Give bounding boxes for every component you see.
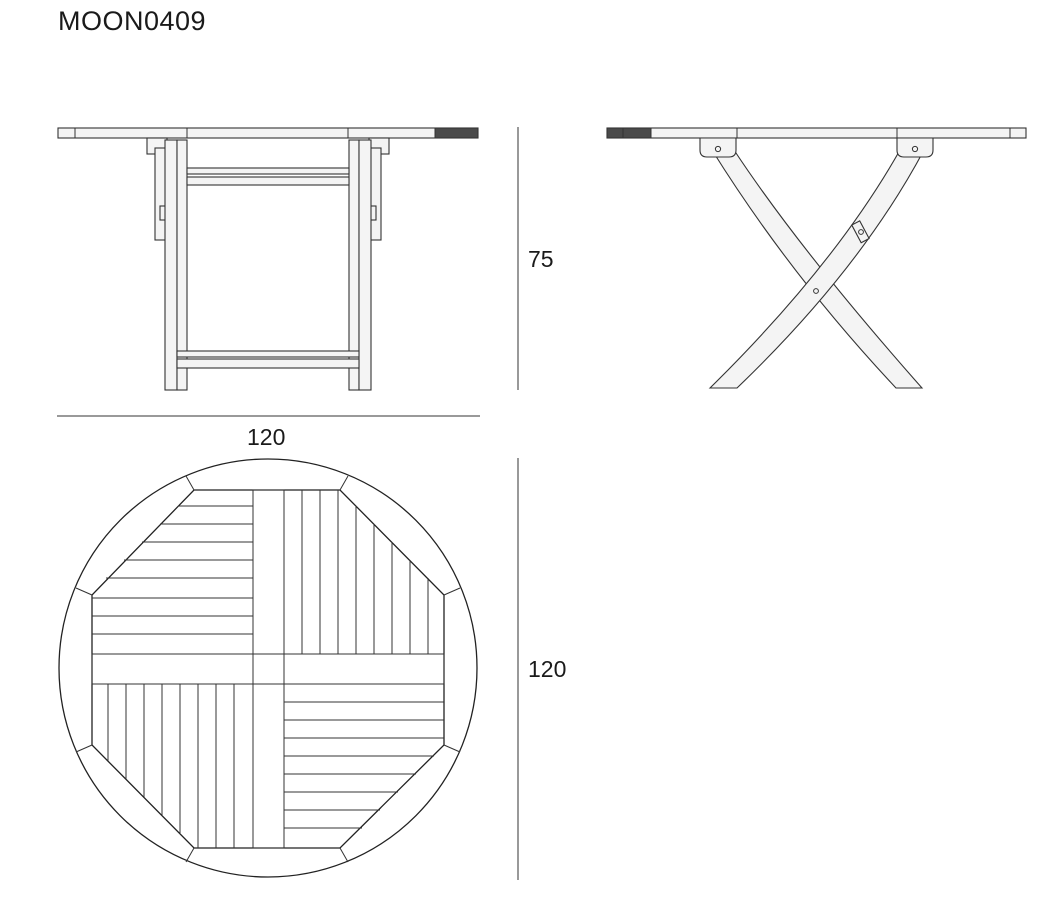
- top-inner-octagon: [91, 489, 445, 849]
- top-quadrant-bottom-left: [107, 684, 235, 848]
- product-code-title: MOON0409: [58, 6, 207, 36]
- side-tabletop-dark-edge: [606, 127, 652, 139]
- top-center-vertical-slat: [252, 489, 285, 849]
- front-rail-bottom-1: [176, 350, 360, 358]
- side-leg-2: [708, 149, 925, 389]
- side-bracket-right: [896, 137, 934, 158]
- top-tabletop-outline: [58, 458, 478, 878]
- top-quadrant-top-left: [92, 505, 253, 635]
- top-view: [58, 458, 478, 878]
- front-leg-left-inner: [176, 139, 188, 391]
- front-rail-top-1: [186, 167, 350, 175]
- front-rail-top-2: [186, 176, 350, 186]
- front-rail-bottom-2: [176, 358, 360, 369]
- side-pivot: [813, 288, 819, 294]
- side-leg-1: [711, 149, 924, 389]
- side-view: [606, 127, 1027, 389]
- height-dimension-label: 75: [528, 246, 554, 272]
- front-view: [57, 127, 479, 391]
- front-leg-right-outer: [358, 139, 372, 391]
- top-quadrant-top-right: [301, 490, 429, 654]
- top-center-horizontal-slat: [91, 653, 445, 685]
- side-tabletop: [606, 127, 1027, 139]
- front-leg-left-outer: [164, 139, 178, 391]
- top-quadrant-bottom-right: [284, 701, 444, 829]
- side-slider: [851, 220, 870, 244]
- front-tabletop-dark-edge: [434, 127, 479, 139]
- side-bracket-left: [699, 137, 737, 158]
- front-tabletop: [57, 127, 479, 139]
- width-dimension-label: 120: [247, 424, 286, 450]
- depth-dimension-label: 120: [528, 656, 567, 682]
